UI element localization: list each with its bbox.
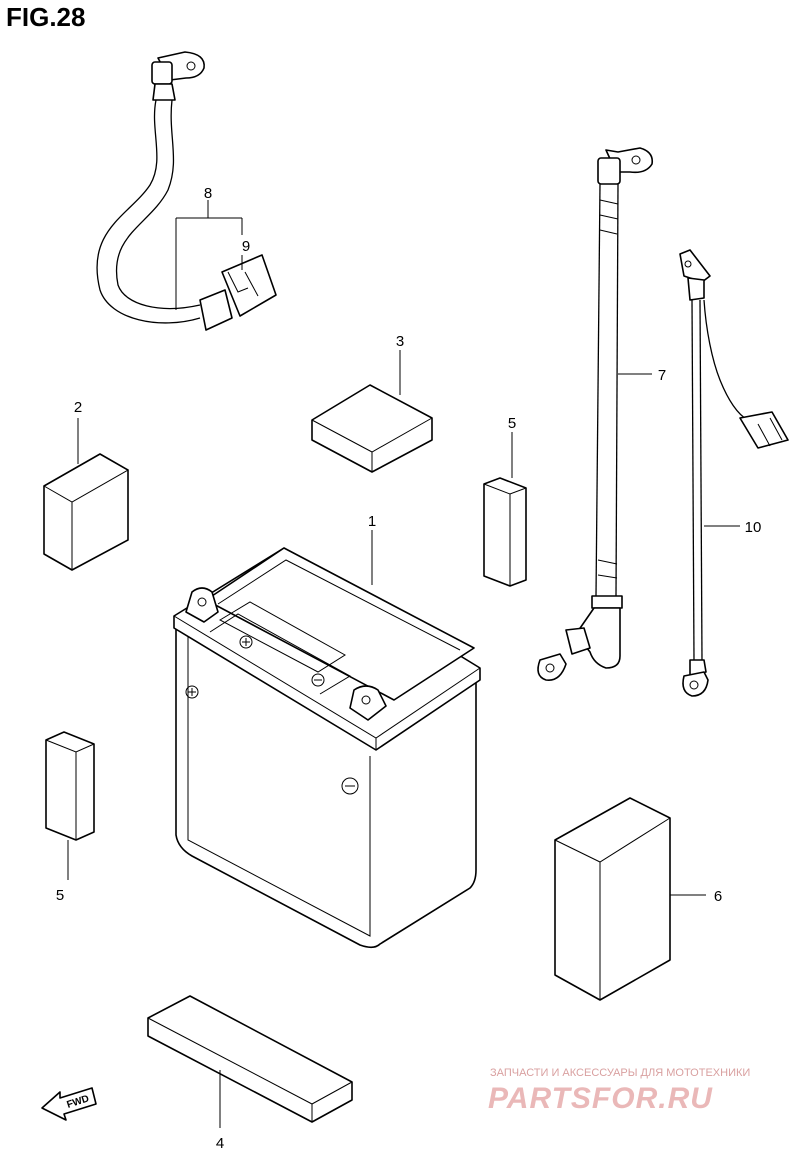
spacer-block-2[interactable] <box>43 453 129 571</box>
callout-4: 4 <box>216 1135 224 1152</box>
battery-pad-4[interactable] <box>147 995 353 1123</box>
lead-wire-10[interactable] <box>679 249 789 697</box>
battery-cable-assembly[interactable] <box>96 51 277 331</box>
callout-5-upper: 5 <box>508 415 516 432</box>
cushion-block-5-upper[interactable] <box>483 477 527 587</box>
battery-case-6[interactable] <box>554 797 671 1001</box>
watermark-brand: PARTSFOR.RU <box>488 1082 713 1115</box>
figure-title: FIG.28 <box>6 2 86 32</box>
callout-8: 8 <box>204 185 212 202</box>
callout-10: 10 <box>745 519 762 536</box>
fwd-arrow-icon: FWD <box>41 1087 97 1121</box>
battery-pad-3[interactable] <box>311 384 433 473</box>
watermark-tagline: ЗАПЧАСТИ И АКСЕССУАРЫ ДЛЯ МОТОТЕХНИКИ <box>490 1067 750 1079</box>
callout-7: 7 <box>658 367 666 384</box>
callout-1: 1 <box>368 513 376 530</box>
callout-3: 3 <box>396 333 404 350</box>
cushion-block-5-lower[interactable] <box>45 731 95 841</box>
callout-2: 2 <box>74 399 82 416</box>
callout-9: 9 <box>242 238 250 255</box>
leader-lines <box>67 200 740 1128</box>
callout-5-lower: 5 <box>56 887 64 904</box>
battery-cable-7[interactable] <box>537 147 654 681</box>
callout-6: 6 <box>714 888 722 905</box>
battery[interactable] <box>173 547 481 949</box>
